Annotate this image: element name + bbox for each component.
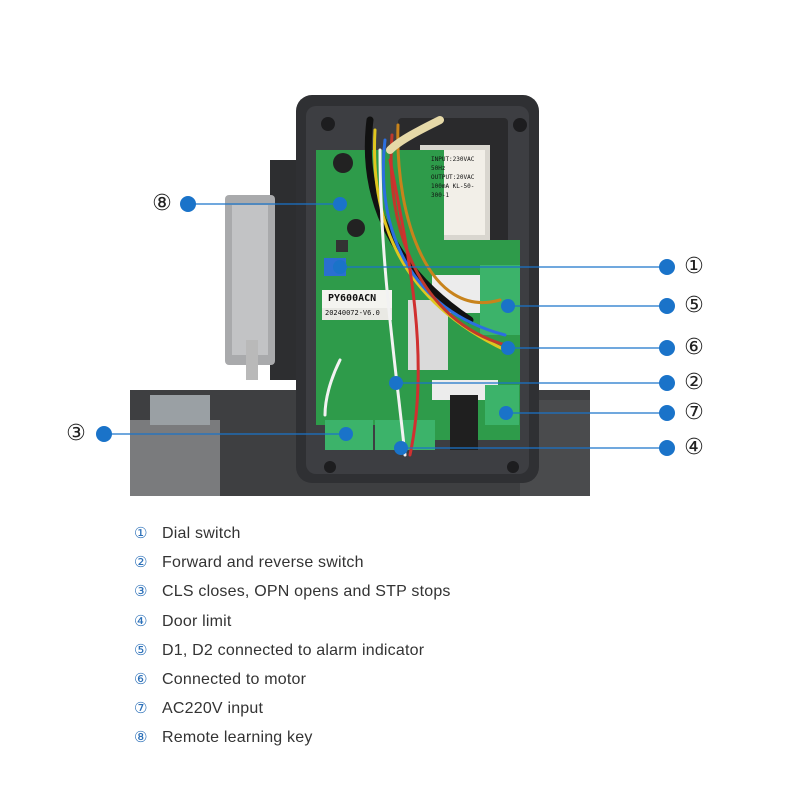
dot-3-outer bbox=[96, 426, 112, 442]
legend-number: ③ bbox=[134, 582, 148, 601]
dot-5-inner bbox=[501, 299, 515, 313]
dot-7-inner bbox=[499, 406, 513, 420]
dot-8-outer bbox=[180, 196, 196, 212]
dot-6-inner bbox=[501, 341, 515, 355]
legend-item-7: ⑦ AC220V input bbox=[134, 697, 694, 726]
legend-label: AC220V input bbox=[162, 700, 264, 718]
dot-7-outer bbox=[659, 405, 675, 421]
legend-label: Connected to motor bbox=[162, 670, 307, 688]
board-model-label: PY600ACN bbox=[328, 293, 377, 304]
dot-2-inner bbox=[389, 376, 403, 390]
legend-number: ⑤ bbox=[134, 640, 148, 659]
legend-item-6: ⑥ Connected to motor bbox=[134, 668, 694, 697]
legend-item-8: ⑧ Remote learning key bbox=[134, 726, 694, 755]
legend-label: Remote learning key bbox=[162, 729, 313, 747]
dot-5-outer bbox=[659, 298, 675, 314]
legend-label: Door limit bbox=[162, 612, 232, 630]
callout-number-4: ④ bbox=[684, 435, 704, 460]
legend-number: ④ bbox=[134, 611, 148, 630]
legend-item-5: ⑤ D1, D2 connected to alarm indicator bbox=[134, 639, 694, 668]
legend-number: ⑥ bbox=[134, 669, 148, 688]
callout-number-2: ② bbox=[684, 370, 704, 395]
dot-6-outer bbox=[659, 340, 675, 356]
dot-1-inner bbox=[333, 260, 347, 274]
legend-label: CLS closes, OPN opens and STP stops bbox=[162, 583, 451, 601]
legend-label: Forward and reverse switch bbox=[162, 554, 364, 572]
legend-number: ① bbox=[134, 524, 148, 542]
leader-lines bbox=[104, 203, 667, 449]
dot-3-inner bbox=[339, 427, 353, 441]
legend-item-2: ② Forward and reverse switch bbox=[134, 551, 694, 580]
callout-number-8: ⑧ bbox=[152, 191, 172, 216]
callout-number-7: ⑦ bbox=[684, 400, 704, 425]
callout-number-1: ① bbox=[684, 254, 704, 279]
dot-4-outer bbox=[659, 440, 675, 456]
legend-number: ⑧ bbox=[134, 728, 148, 747]
dot-8-inner bbox=[333, 197, 347, 211]
callout-dots bbox=[96, 196, 675, 456]
legend-item-3: ③ CLS closes, OPN opens and STP stops bbox=[134, 580, 694, 609]
legend: ① Dial switch ② Forward and reverse switch… bbox=[134, 522, 694, 756]
callout-number-5: ⑤ bbox=[684, 293, 704, 318]
callout-number-6: ⑥ bbox=[684, 335, 704, 360]
legend-label: Dial switch bbox=[162, 525, 241, 542]
legend-label: D1, D2 connected to alarm indicator bbox=[162, 641, 425, 659]
legend-number: ② bbox=[134, 553, 148, 572]
legend-number: ⑦ bbox=[134, 699, 148, 718]
dot-2-outer bbox=[659, 375, 675, 391]
wiring-harness bbox=[323, 116, 507, 457]
legend-item-4: ④ Door limit bbox=[134, 610, 694, 639]
board-version-label: 20240072-V6.0 bbox=[325, 309, 380, 317]
dot-4-inner bbox=[394, 441, 408, 455]
dot-1-outer bbox=[659, 259, 675, 275]
callout-number-3: ③ bbox=[66, 421, 86, 446]
legend-item-1: ① Dial switch bbox=[134, 522, 694, 551]
transformer-label: INPUT:230VAC 50Hz OUTPUT:20VAC 100mA KL-… bbox=[431, 156, 475, 199]
